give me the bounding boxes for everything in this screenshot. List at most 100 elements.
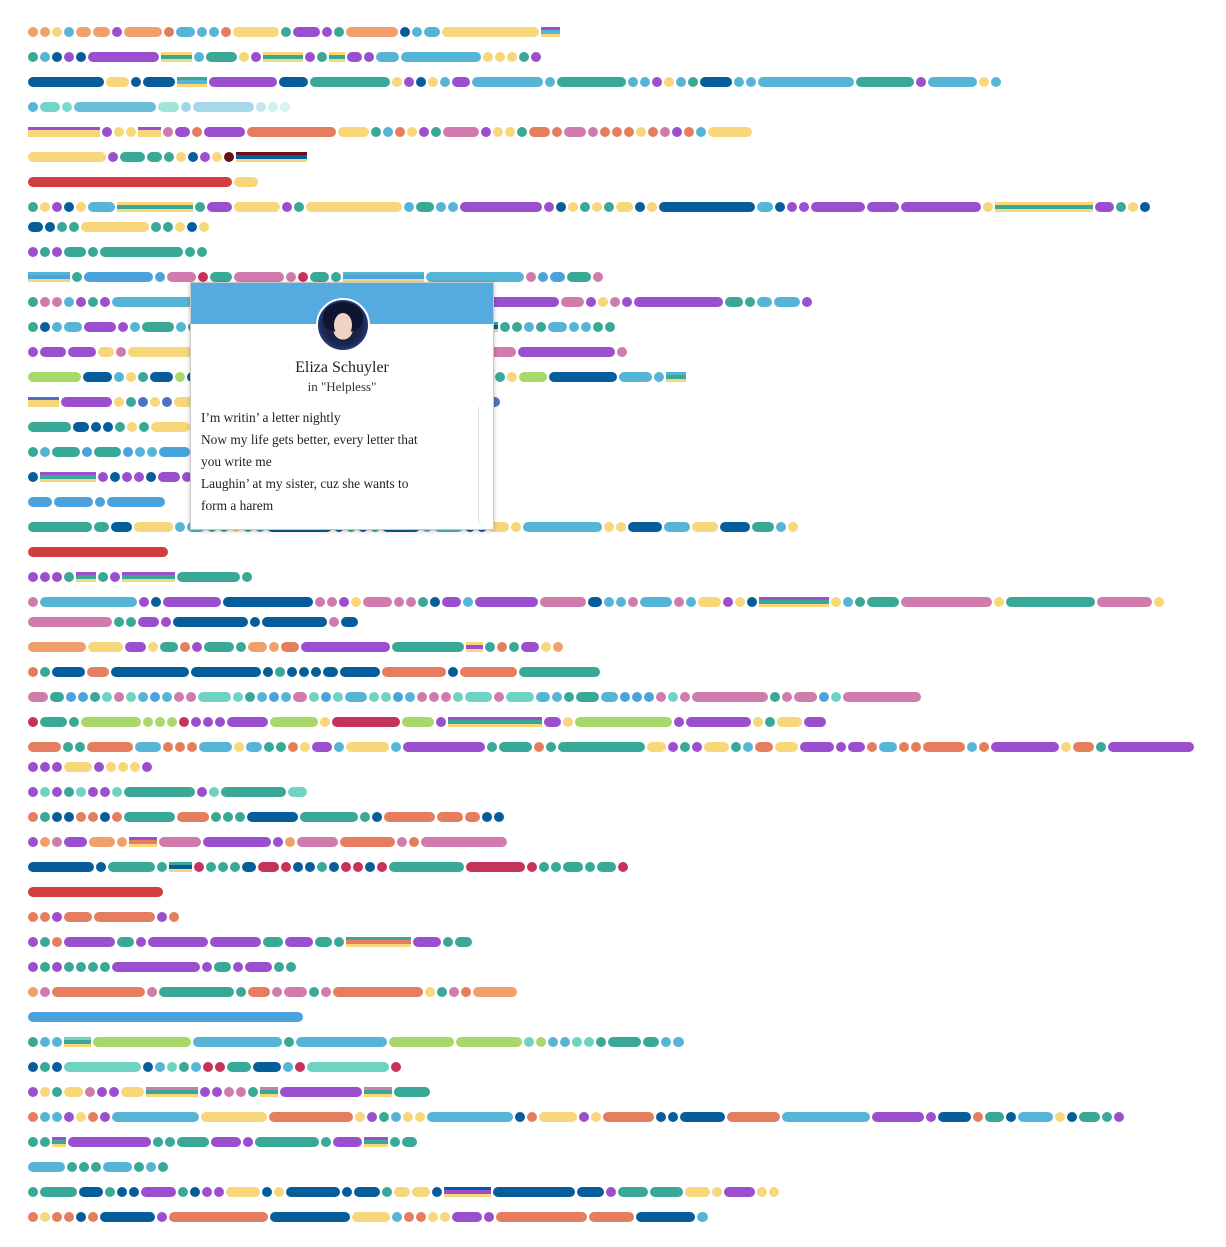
lyric-pill[interactable]: [432, 1187, 442, 1197]
lyric-pill[interactable]: [110, 472, 120, 482]
lyric-pill[interactable]: [28, 912, 38, 922]
lyric-pill[interactable]: [700, 77, 732, 87]
lyric-pill[interactable]: [333, 1137, 362, 1147]
lyric-pill[interactable]: [517, 127, 527, 137]
lyric-pill[interactable]: [926, 1112, 936, 1122]
lyric-pill[interactable]: [195, 202, 205, 212]
lyric-pill[interactable]: [224, 152, 234, 162]
lyric-pill[interactable]: [650, 1187, 683, 1197]
lyric-pill[interactable]: [1079, 1112, 1100, 1122]
lyric-pill[interactable]: [198, 692, 231, 702]
lyric-pill[interactable]: [143, 77, 175, 87]
lyric-pill[interactable]: [67, 1162, 77, 1172]
lyric-pill[interactable]: [69, 717, 79, 727]
lyric-pill[interactable]: [263, 937, 283, 947]
lyric-pill[interactable]: [175, 372, 185, 382]
lyric-pill[interactable]: [197, 787, 207, 797]
lyric-pill[interactable]: [62, 102, 72, 112]
lyric-pill[interactable]: [592, 202, 602, 212]
lyric-pill[interactable]: [112, 297, 206, 307]
lyric-pill[interactable]: [175, 222, 185, 232]
lyric-pill[interactable]: [752, 522, 774, 532]
lyric-pill[interactable]: [126, 617, 136, 627]
lyric-pill[interactable]: [284, 987, 307, 997]
lyric-pill[interactable]: [112, 27, 122, 37]
lyric-pill[interactable]: [134, 1162, 144, 1172]
lyric-pill[interactable]: [692, 522, 718, 532]
lyric-pill[interactable]: [519, 667, 600, 677]
lyric-pill[interactable]: [309, 692, 319, 702]
lyric-pill[interactable]: [352, 1212, 390, 1222]
lyric-pill[interactable]: [28, 222, 43, 232]
lyric-pill[interactable]: [755, 742, 773, 752]
lyric-pill[interactable]: [1067, 1112, 1077, 1122]
lyric-pill[interactable]: [775, 742, 798, 752]
lyric-pill[interactable]: [221, 27, 231, 37]
lyric-pill[interactable]: [100, 812, 110, 822]
lyric-pill[interactable]: [185, 247, 195, 257]
lyric-pill[interactable]: [355, 1112, 365, 1122]
lyric-pill[interactable]: [524, 1037, 534, 1047]
lyric-pill[interactable]: [603, 1112, 654, 1122]
lyric-pill[interactable]: [28, 717, 38, 727]
lyric-pill[interactable]: [126, 692, 136, 702]
lyric-pill[interactable]: [640, 77, 650, 87]
lyric-pill[interactable]: [116, 347, 126, 357]
lyric-pill[interactable]: [100, 1212, 155, 1222]
lyric-pill[interactable]: [64, 52, 74, 62]
lyric-pill[interactable]: [114, 692, 124, 702]
lyric-pill[interactable]: [496, 1212, 587, 1222]
lyric-pill[interactable]: [186, 692, 196, 702]
lyric-pill[interactable]: [636, 127, 646, 137]
lyric-pill[interactable]: [323, 667, 338, 677]
lyric-pill[interactable]: [390, 1137, 400, 1147]
lyric-pill[interactable]: [138, 372, 148, 382]
lyric-pill[interactable]: [632, 692, 642, 702]
lyric-pill[interactable]: [159, 837, 201, 847]
lyric-pill[interactable]: [167, 272, 196, 282]
lyric-pill[interactable]: [315, 937, 332, 947]
lyric-pill[interactable]: [122, 572, 175, 582]
lyric-pill[interactable]: [416, 1212, 426, 1222]
lyric-pill[interactable]: [236, 642, 246, 652]
lyric-pill[interactable]: [102, 127, 112, 137]
lyric-pill[interactable]: [98, 347, 114, 357]
lyric-pill[interactable]: [712, 1187, 722, 1197]
lyric-pill[interactable]: [68, 1137, 151, 1147]
lyric-pill[interactable]: [383, 127, 393, 137]
lyric-pill[interactable]: [50, 692, 64, 702]
lyric-pill[interactable]: [635, 202, 645, 212]
lyric-pill[interactable]: [448, 667, 458, 677]
lyric-pill[interactable]: [283, 1062, 293, 1072]
lyric-pill[interactable]: [668, 692, 678, 702]
lyric-pill[interactable]: [200, 152, 210, 162]
lyric-pill[interactable]: [100, 247, 183, 257]
lyric-pill[interactable]: [769, 1187, 779, 1197]
lyric-pill[interactable]: [697, 1212, 708, 1222]
lyric-pill[interactable]: [788, 522, 798, 532]
lyric-pill[interactable]: [444, 1187, 491, 1197]
lyric-pill[interactable]: [52, 572, 62, 582]
lyric-pill[interactable]: [404, 1212, 414, 1222]
lyric-pill[interactable]: [427, 1112, 513, 1122]
lyric-pill[interactable]: [40, 1187, 77, 1197]
lyric-pill[interactable]: [175, 522, 185, 532]
lyric-pill[interactable]: [174, 692, 184, 702]
lyric-pill[interactable]: [131, 77, 141, 87]
lyric-pill[interactable]: [758, 77, 854, 87]
lyric-pill[interactable]: [624, 127, 634, 137]
lyric-pill[interactable]: [505, 127, 515, 137]
lyric-pill[interactable]: [181, 102, 191, 112]
lyric-pill[interactable]: [175, 127, 190, 137]
lyric-pill[interactable]: [321, 987, 331, 997]
lyric-pill[interactable]: [176, 152, 186, 162]
lyric-pill[interactable]: [28, 1162, 65, 1172]
lyric-pill[interactable]: [692, 742, 702, 752]
lyric-pill[interactable]: [584, 1037, 594, 1047]
lyric-pill[interactable]: [236, 987, 246, 997]
lyric-pill[interactable]: [509, 642, 519, 652]
lyric-pill[interactable]: [117, 202, 193, 212]
lyric-pill[interactable]: [40, 102, 60, 112]
lyric-pill[interactable]: [146, 1087, 198, 1097]
lyric-pill[interactable]: [872, 1112, 924, 1122]
